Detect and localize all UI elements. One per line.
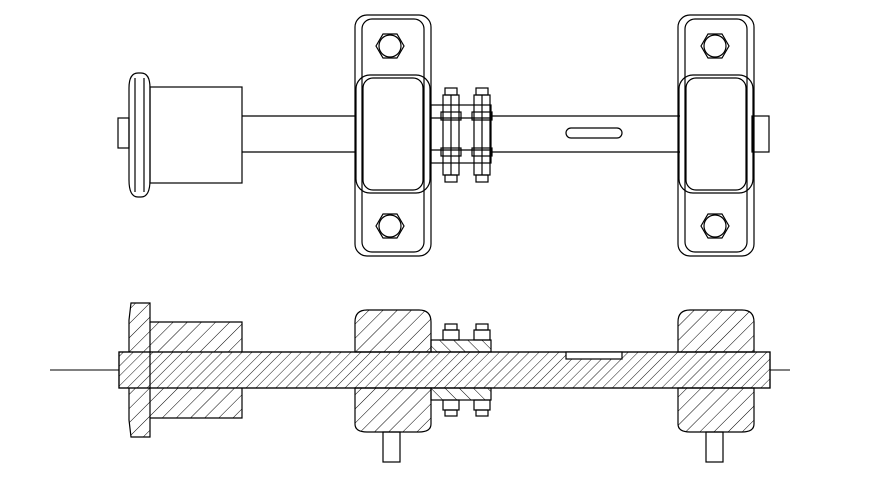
bearing-mount-bolt bbox=[705, 431, 724, 463]
pillow-block-bearing-right bbox=[677, 14, 755, 257]
bearing-mount-bolt bbox=[382, 431, 401, 463]
key bbox=[565, 351, 623, 360]
shaft-end-stub bbox=[751, 115, 770, 153]
shaft bbox=[242, 115, 680, 153]
bearing-section-left bbox=[354, 309, 432, 463]
hex-bolt-icon bbox=[700, 213, 730, 239]
sprocket-section bbox=[430, 323, 492, 417]
flange-bearing bbox=[117, 72, 243, 198]
pillow-block-bearing-left bbox=[354, 14, 432, 257]
flange-bearing-housing bbox=[149, 86, 243, 184]
shaft-section bbox=[118, 351, 771, 389]
bearing-section-right bbox=[677, 309, 755, 463]
hex-bolt-icon bbox=[375, 213, 405, 239]
twin-sprocket bbox=[430, 87, 493, 183]
section-view bbox=[50, 302, 790, 463]
keyway-slot bbox=[565, 127, 623, 139]
top-view bbox=[117, 14, 770, 257]
flange-bearing-stub bbox=[117, 117, 130, 149]
flange-plate bbox=[128, 72, 151, 198]
hex-bolt-icon bbox=[700, 33, 730, 59]
hex-bolt-icon bbox=[375, 33, 405, 59]
